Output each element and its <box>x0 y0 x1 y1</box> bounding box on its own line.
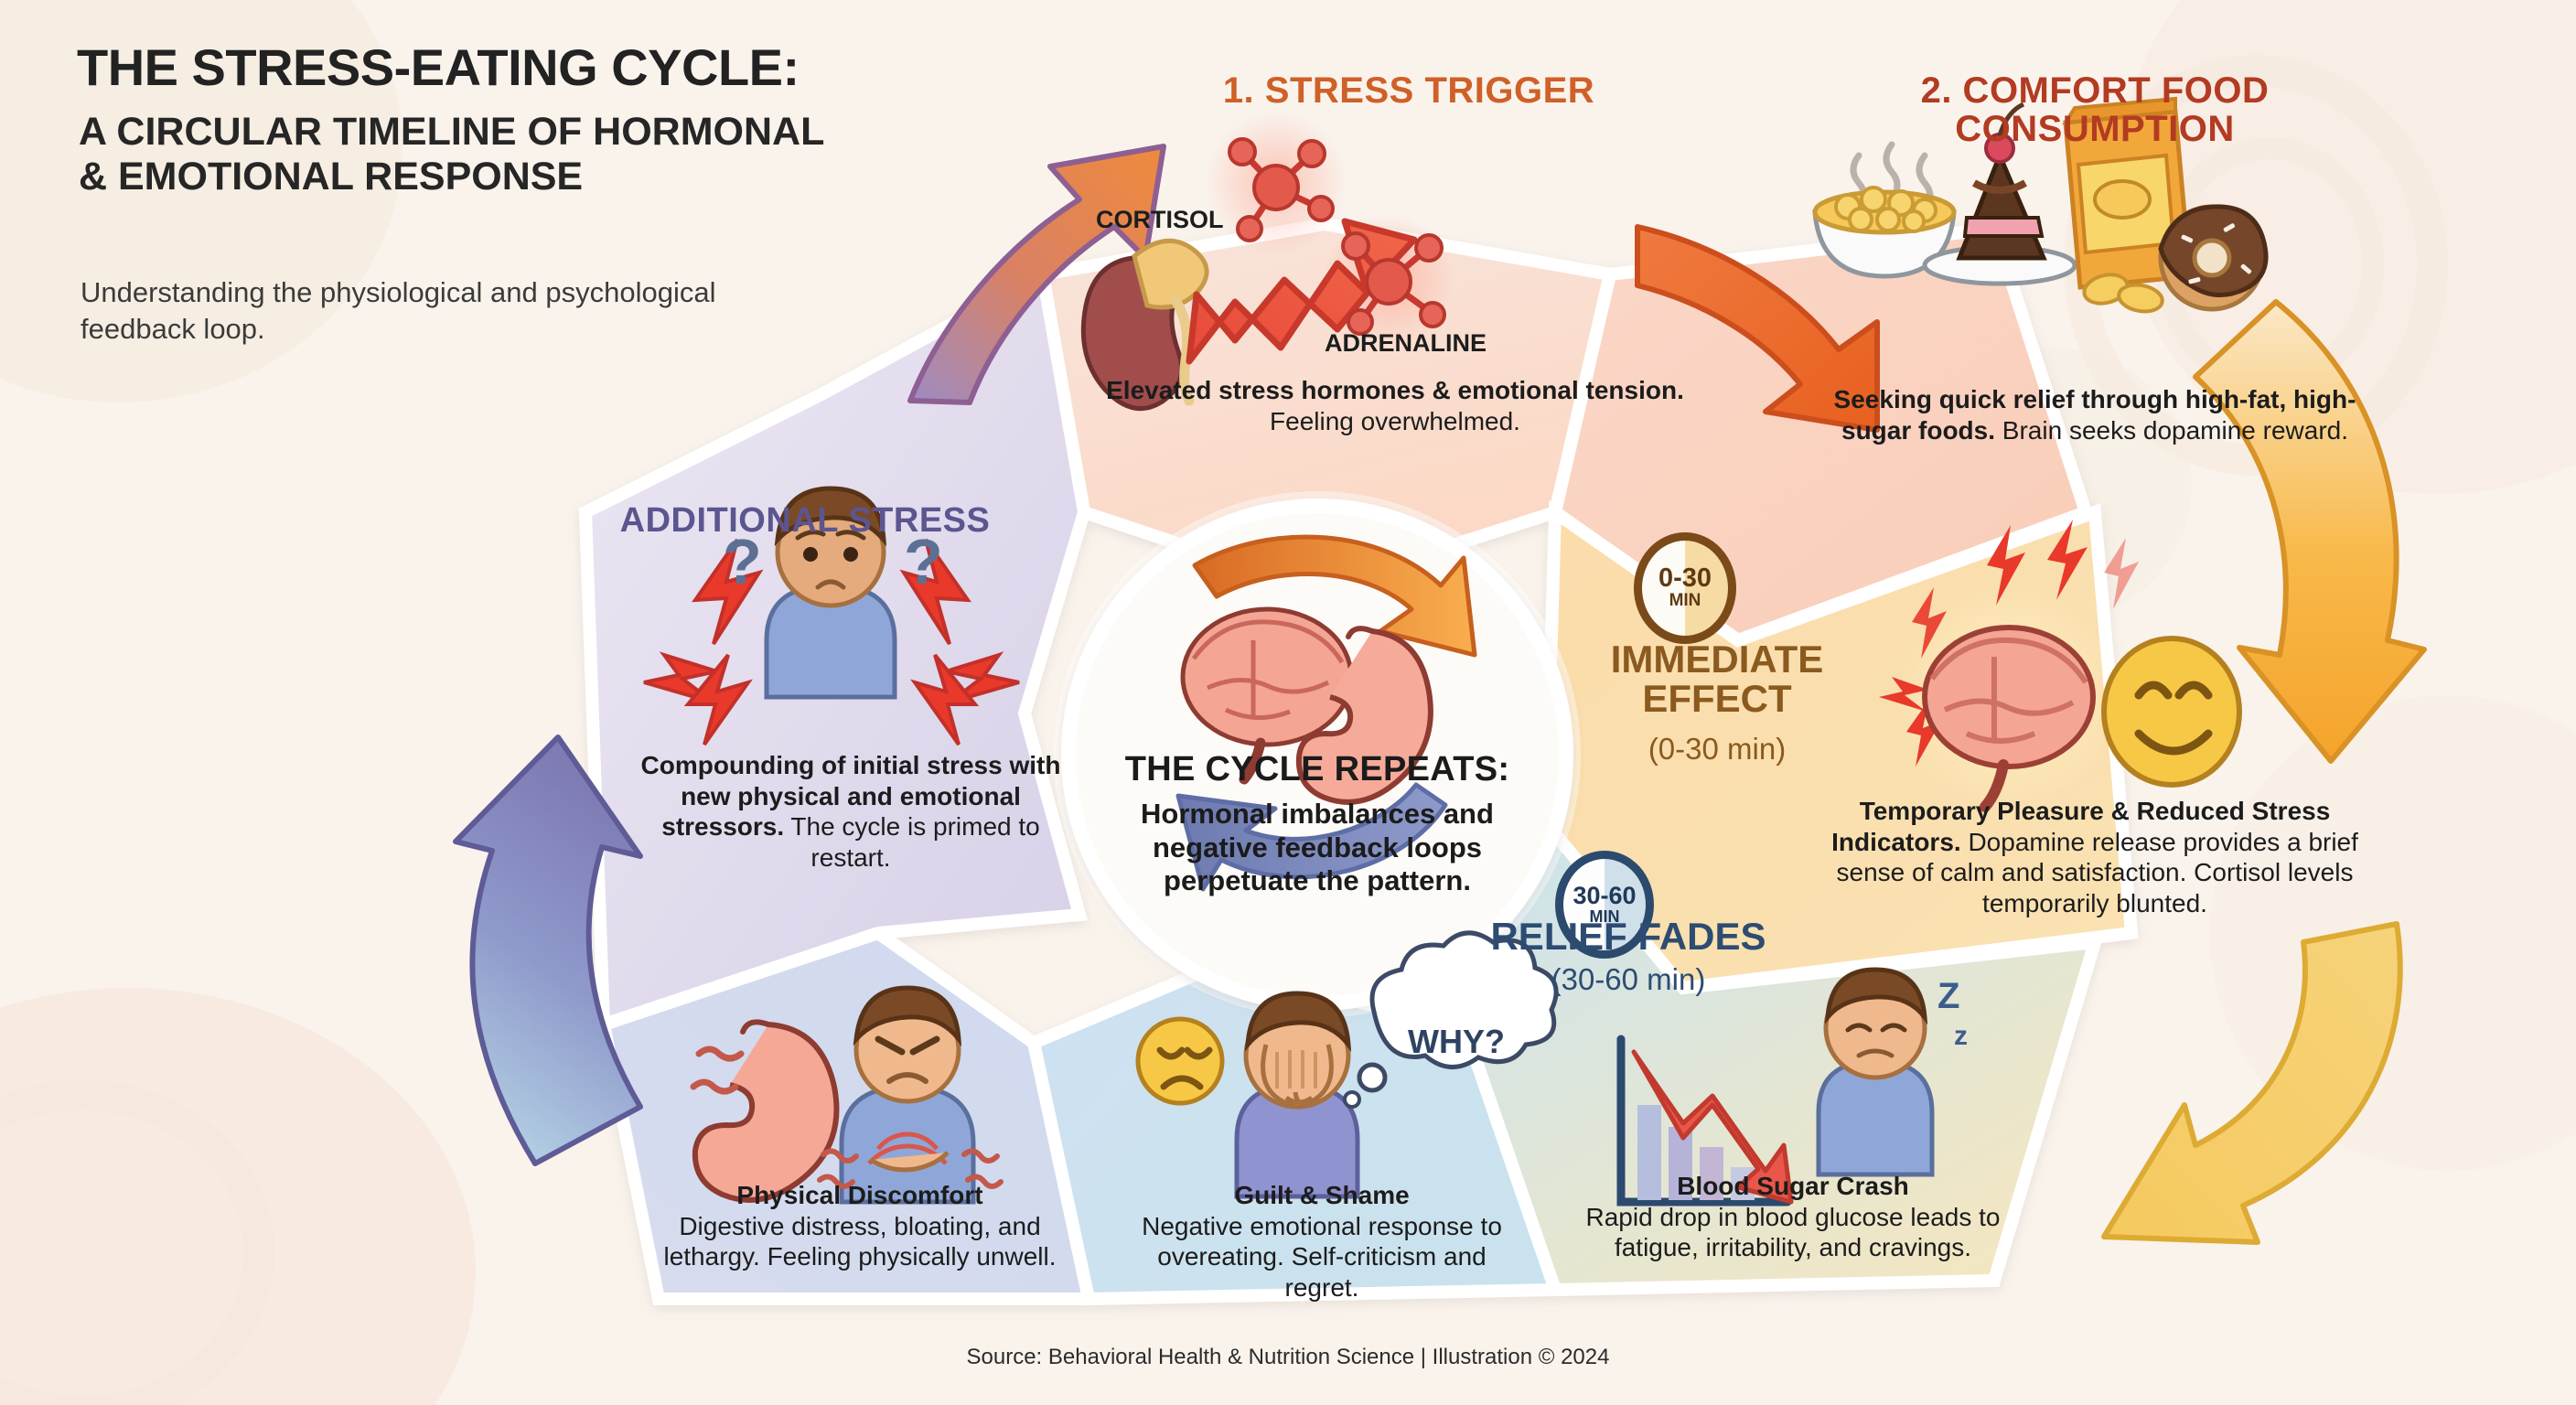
cortisol-label: CORTISOL <box>1096 206 1224 233</box>
clock-0-30-value: 0-30 <box>1658 563 1712 594</box>
step-guilt-bold: Guilt & Shame <box>1234 1181 1410 1209</box>
stress-trigger-illustration <box>1080 112 1454 411</box>
guilt-shame-illustration <box>1135 930 1559 1199</box>
step-additional-stress-body: Compounding of initial stress with new p… <box>622 750 1079 873</box>
step-4-body: Blood Sugar Crash Rapid drop in blood gl… <box>1573 1171 2012 1263</box>
page-description: Understanding the physiological and psyc… <box>80 276 716 346</box>
svg-text:?: ? <box>904 526 943 597</box>
step-3-body: Temporary Pleasure & Reduced Stress Indi… <box>1811 796 2378 918</box>
arrow-comfort-food-to-immediate-effect <box>2193 299 2427 764</box>
clock-30-60-value: 30-60 <box>1572 881 1637 909</box>
center-title: THE CYCLE REPEATS: <box>1124 750 1510 788</box>
blood-sugar-crash-illustration: Z z <box>1616 967 1968 1207</box>
phase-relief-fades-title: RELIEF FADES <box>1490 915 1766 958</box>
step-2-title-line1: 2. COMFORT FOOD <box>1920 70 2270 111</box>
immediate-effect-illustration <box>1879 520 2242 812</box>
clock-0-30-unit: MIN <box>1669 591 1701 611</box>
arrow-discomfort-to-additional-stress <box>453 735 643 1166</box>
step-2-title-line2: CONSUMPTION <box>1955 109 2235 149</box>
phase-immediate-line2: EFFECT <box>1642 676 1792 720</box>
step-1-body-rest: Feeling overwhelmed. <box>1270 406 1520 435</box>
phase-relief-fades-subtitle: (30-60 min) <box>1551 962 1706 996</box>
comfort-food-illustration <box>1812 96 2269 314</box>
center-body: Hormonal imbalances and negative feedbac… <box>1141 798 1494 897</box>
step-4-body-bold: Blood Sugar Crash <box>1677 1172 1909 1200</box>
arrow-relief-fades-to-aftermath <box>2101 921 2403 1245</box>
step-1-body: Elevated stress hormones & emotional ten… <box>1102 375 1688 436</box>
svg-text:Z: Z <box>1937 976 1959 1016</box>
arrow-additional-stress-to-trigger <box>907 144 1166 405</box>
additional-stress-illustration: ? ? <box>643 486 1020 746</box>
step-2-body-bold: Seeking quick relief through high-fat, h… <box>1833 385 2356 445</box>
brain-stomach-icon <box>1180 606 1433 805</box>
step-discomfort-rest: Digestive distress, bloating, and lethar… <box>663 1211 1057 1271</box>
step-3-body-bold: Temporary Pleasure & Reduced Stress Indi… <box>1831 797 2331 856</box>
clock-30-60-unit: MIN <box>1589 906 1620 926</box>
clock-badge-0-30-min: 0-30 MIN <box>1634 532 1736 644</box>
phase-immediate-subtitle: (0-30 min) <box>1648 732 1787 766</box>
page-title-line3-text: & EMOTIONAL RESPONSE <box>79 155 584 199</box>
phase-immediate-line1: IMMEDIATE <box>1610 638 1824 681</box>
footer-source: Source: Behavioral Health & Nutrition Sc… <box>966 1345 1610 1369</box>
clock-badge-30-60-min: 30-60 MIN <box>1555 851 1654 959</box>
step-4-body-rest: Rapid drop in blood glucose leads to fat… <box>1585 1202 2001 1262</box>
step-2-body: Seeking quick relief through high-fat, h… <box>1811 384 2378 445</box>
svg-text:?: ? <box>723 526 762 597</box>
step-guilt-rest: Negative emotional response to overeatin… <box>1142 1211 1502 1302</box>
page-title-line1: THE STRESS-EATING CYCLE: <box>77 38 800 96</box>
step-2-body-rest: Brain seeks dopamine reward. <box>2002 415 2348 445</box>
step-2-title: 2. COMFORT FOOD CONSUMPTION <box>1802 71 2388 148</box>
step-physical-discomfort-body: Physical Discomfort Digestive distress, … <box>640 1180 1079 1272</box>
center-arrow-counterclockwise-icon <box>1175 782 1448 892</box>
step-1-title: 1. STRESS TRIGGER <box>1222 70 1595 111</box>
center-arrow-clockwise-icon <box>1192 534 1477 658</box>
step-3-body-rest: Dopamine release provides a brief sense … <box>1836 827 2358 917</box>
arrow-trigger-to-comfort-food <box>1635 224 1880 433</box>
adrenaline-label: ADRENALINE <box>1325 329 1487 357</box>
step-guilt-shame-body: Guilt & Shame Negative emotional respons… <box>1121 1180 1523 1303</box>
page-title-line2-text: A CIRCULAR TIMELINE OF HORMONAL <box>79 110 825 154</box>
step-additional-rest: The cycle is primed to restart. <box>790 812 1040 872</box>
step-discomfort-bold: Physical Discomfort <box>736 1181 983 1209</box>
page-title-line2: A CIRCULAR TIMELINE OF HORMONAL & EMOTIO… <box>79 110 1012 199</box>
svg-text:z: z <box>1954 1021 1968 1051</box>
physical-discomfort-illustration <box>690 985 1004 1205</box>
thought-bubble-text: WHY? <box>1408 1023 1505 1060</box>
step-additional-stress-title: ADDITIONAL STRESS <box>619 501 991 540</box>
phase-immediate-effect-title: IMMEDIATE EFFECT <box>1566 638 1868 720</box>
step-1-body-bold: Elevated stress hormones & emotional ten… <box>1106 376 1684 404</box>
step-additional-bold: Compounding of initial stress with new p… <box>640 751 1061 842</box>
